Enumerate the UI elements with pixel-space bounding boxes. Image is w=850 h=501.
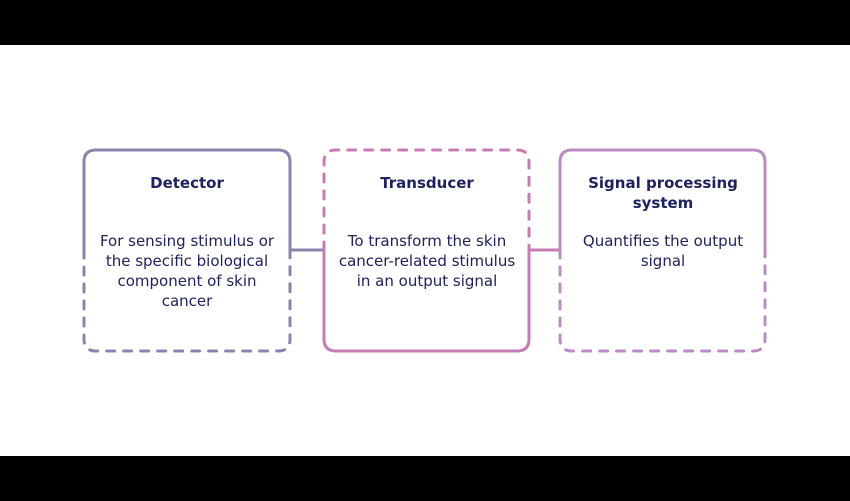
signal-processing-description: Quantifies the output signal	[582, 232, 744, 270]
detector-frame-dashed	[82, 248, 292, 353]
transducer-frame-dashed	[322, 148, 531, 252]
signal-frame-dashed	[558, 248, 767, 353]
detector-description: For sensing stimulus or the specific bio…	[99, 232, 275, 310]
signal-processing-title: Signal processing system	[588, 174, 738, 212]
letterbox-top	[0, 0, 850, 45]
letterbox-bottom	[0, 456, 850, 501]
transducer-description: To transform the skin cancer-related sti…	[338, 232, 516, 290]
detector-frame-solid	[82, 148, 326, 252]
detector-title: Detector	[150, 174, 224, 192]
transducer-title: Transducer	[380, 174, 474, 192]
transducer-frame-solid	[322, 248, 562, 353]
signal-frame-solid	[558, 148, 767, 252]
